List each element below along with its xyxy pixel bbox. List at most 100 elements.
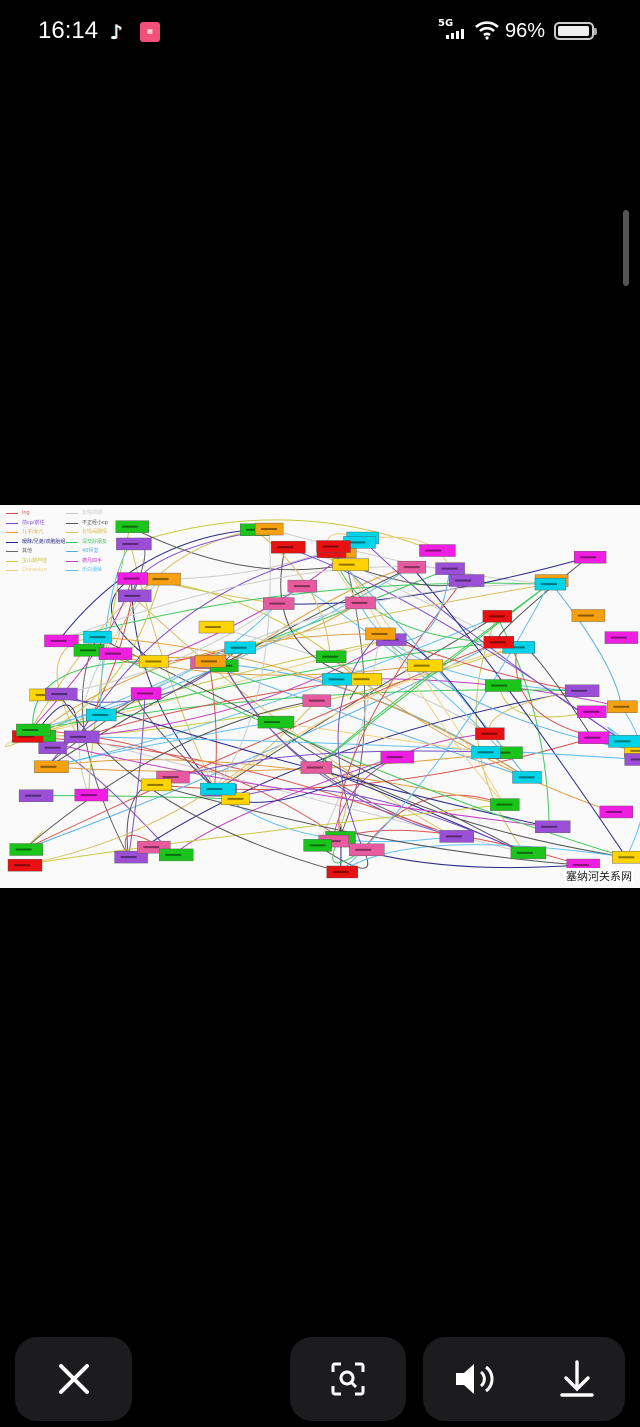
relationship-line [21,700,318,866]
download-icon[interactable] [559,1360,595,1398]
node-name-blur [630,758,640,761]
relationship-line [99,543,131,715]
person-node [510,846,547,860]
legend-swatch [66,532,78,534]
node-name-blur [488,615,505,618]
relationship-line [271,721,486,753]
person-node [571,609,606,622]
node-name-blur [18,735,35,738]
node-name-blur [137,692,154,695]
node-name-blur [630,749,640,752]
relationship-line [271,721,627,858]
signal-icon [446,29,464,39]
person-node [604,631,639,644]
scrollbar[interactable] [623,210,629,286]
relationship-line [548,580,622,707]
relationship-line [58,693,341,873]
person-node [490,798,520,811]
person-node [439,830,474,843]
legend-label: Chinesiun [22,567,47,573]
person-node [116,537,152,551]
person-node [7,858,43,872]
node-name-blur [35,693,52,696]
clock: 16:14 [38,17,99,44]
relationship-line [216,646,517,791]
person-node [302,694,331,707]
person-node [599,805,633,819]
legend-swatch [66,570,78,572]
node-name-blur [580,556,597,559]
legend-swatch [6,551,18,553]
relationship-line [77,551,337,738]
volume-icon[interactable] [454,1361,498,1397]
visual-search-button[interactable] [290,1337,406,1421]
person-node [130,687,162,700]
person-node [83,630,112,644]
node-name-blur [605,810,622,813]
legend-label: 其他 [22,548,33,554]
relationship-line [130,542,146,597]
wifi-icon [475,21,499,40]
node-name-blur [147,783,164,786]
relationship-line [317,633,381,846]
node-name-blur [518,776,535,779]
node-name-blur [508,646,525,649]
node-name-blur [165,853,182,856]
legend-label: 暧昧/兄弟/双胞胎组 [22,538,66,545]
node-name-blur [152,578,169,581]
node-name-blur [477,751,494,754]
person-node [198,620,235,634]
relationship-line [317,844,369,869]
person-node [200,782,236,796]
battery-percent: 96% [505,20,546,42]
relationship-line [216,789,454,843]
node-name-blur [121,525,138,528]
person-node [345,596,376,610]
legend-item: 友情闹翻情 [66,528,126,538]
node-name-blur [413,664,430,667]
node-name-blur [322,655,339,658]
node-name-blur [269,602,286,605]
legend-item: 友情前期 [66,509,126,519]
legend-swatch [6,522,18,524]
relationship-line [81,636,130,858]
legend-swatch [6,560,18,562]
relationship-line [58,529,255,642]
node-name-blur [618,856,635,859]
person-node [482,610,513,623]
legend-label: 不正经小cp [82,519,108,526]
person-node [573,551,607,564]
person-node [287,579,318,593]
node-name-blur [332,870,349,873]
node-name-blur [349,541,366,544]
node-name-blur [92,713,109,716]
person-node [114,850,148,864]
node-name-blur [577,614,594,617]
legend-swatch [66,522,78,524]
legend-swatch [6,532,18,534]
relationship-line [131,528,270,596]
person-node [535,820,571,833]
node-name-blur [122,542,139,545]
legend-swatch [66,551,78,553]
node-name-blur [613,705,630,708]
person-node [564,684,600,698]
relationship-line [620,706,640,858]
relationship-line [128,693,146,858]
relationship-line [208,661,217,790]
node-name-blur [516,851,533,854]
node-name-blur [80,794,97,797]
close-button[interactable] [15,1337,132,1421]
person-node [257,715,295,729]
relationship-line [144,603,278,694]
relationship-line [340,583,550,873]
node-name-blur [351,601,368,604]
person-node [139,655,169,668]
person-node [44,634,79,648]
node-name-blur [322,545,339,548]
relationship-line [340,844,627,873]
person-node [332,558,369,571]
person-node [365,627,396,641]
